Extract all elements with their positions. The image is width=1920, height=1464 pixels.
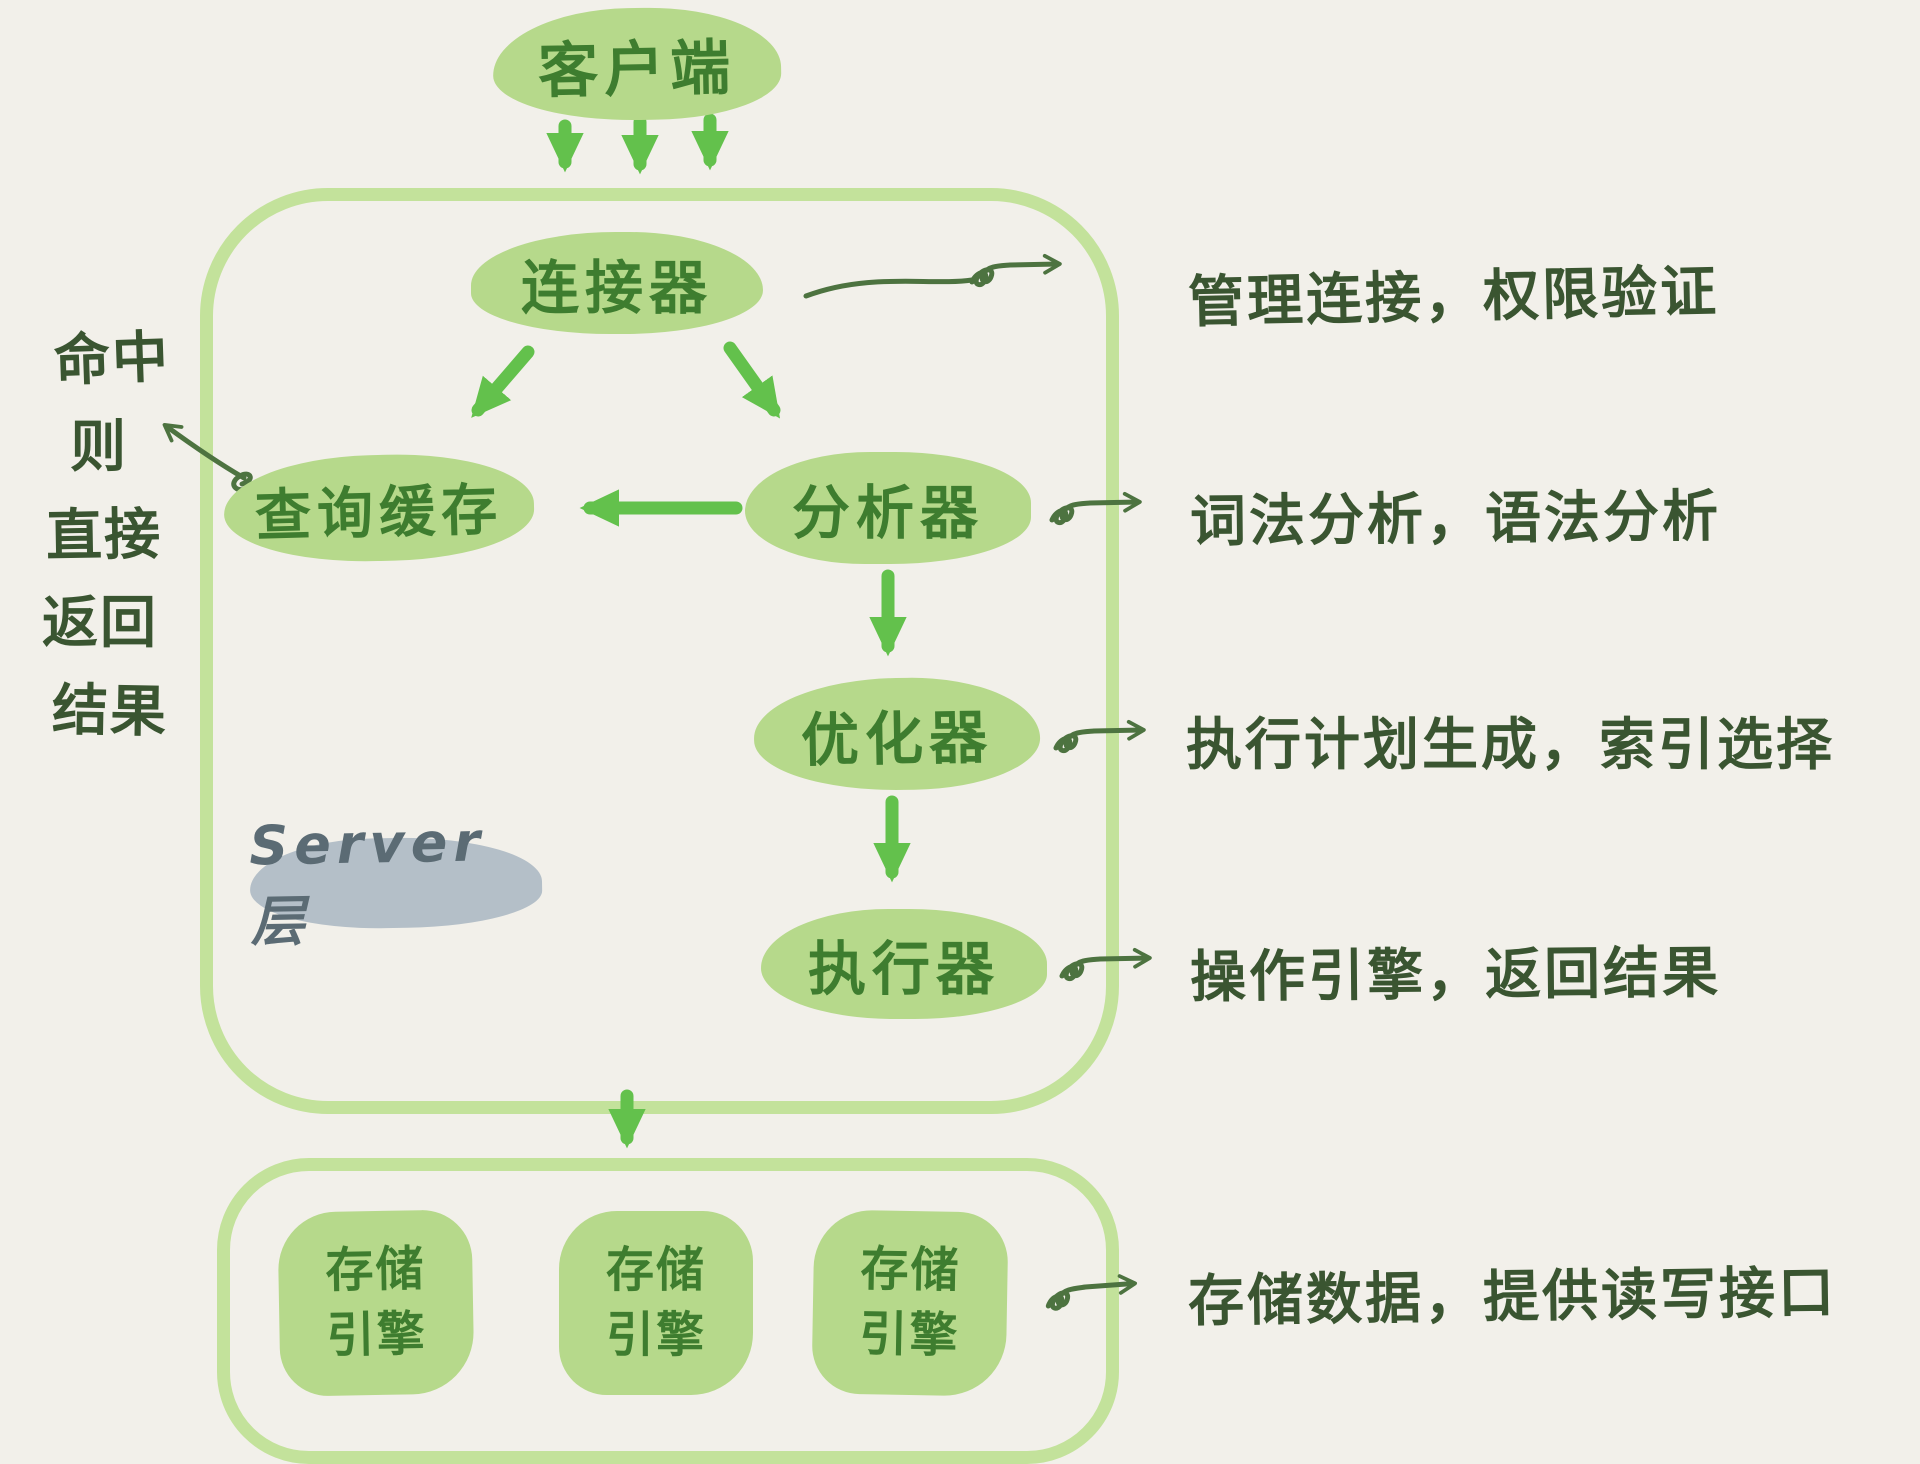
annotation-analyzer: 词法分析，语法分析 — [1189, 484, 1722, 555]
node-analyzer: 分析器 — [745, 452, 1031, 564]
arrow-executor-note-squiggle — [1062, 958, 1148, 979]
arrow-analyzer-note-squiggle — [1052, 502, 1138, 523]
node-storage-engine-1: 存储引擎 — [277, 1209, 475, 1397]
annotation-executor: 操作引擎，返回结果 — [1189, 940, 1722, 1011]
arrow-connector-note-squiggle — [972, 264, 1058, 285]
node-executor: 执行器 — [761, 909, 1047, 1019]
arrow-connector-note-line — [803, 277, 975, 299]
annotation-optimizer: 执行计划生成，索引选择 — [1186, 713, 1835, 778]
annotation-connector: 管理连接，权限验证 — [1187, 259, 1720, 336]
node-storage-engine-2: 存储引擎 — [559, 1211, 753, 1395]
node-connector: 连接器 — [471, 232, 763, 334]
node-storage-engine-1-label: 存储引擎 — [324, 1241, 428, 1364]
node-connector-label: 连接器 — [520, 254, 713, 322]
node-storage-engine-3: 存储引擎 — [811, 1209, 1009, 1397]
server-layer-label: Server层 — [249, 810, 543, 954]
cache-hit-line-5: 结果 — [51, 677, 169, 745]
cache-hit-line-3: 直接 — [45, 502, 163, 570]
node-client-label: 客户端 — [537, 32, 737, 107]
arrow-optimizer-note-squiggle — [1056, 730, 1142, 751]
node-storage-engine-3-label: 存储引擎 — [858, 1241, 962, 1364]
cache-hit-line-4: 返回 — [42, 591, 158, 656]
annotation-storage: 存储数据，提供读写接口 — [1187, 1260, 1838, 1335]
node-query-cache-label: 查询缓存 — [254, 477, 504, 549]
arrow-cache-hit-return — [166, 426, 255, 493]
arrow-connector-to-cache — [471, 345, 535, 418]
annotation-cache-hit: 命中 则 直接 返回 结果 — [40, 316, 172, 756]
arrows-client-to-connector — [546, 113, 729, 175]
node-optimizer-label: 优化器 — [800, 703, 994, 775]
arrow-connector-to-analyzer — [723, 341, 781, 419]
cache-hit-line-2: 则 — [70, 415, 128, 480]
node-analyzer-label: 分析器 — [791, 479, 984, 547]
server-layer-label-text: Server层 — [248, 810, 487, 954]
node-executor-label: 执行器 — [807, 935, 1000, 1003]
node-storage-engine-2-label: 存储引擎 — [605, 1242, 706, 1363]
arrow-storage-note-squiggle — [1047, 1284, 1134, 1309]
cache-hit-line-1: 命中 — [52, 324, 172, 395]
server-layer-box — [200, 188, 1119, 1114]
